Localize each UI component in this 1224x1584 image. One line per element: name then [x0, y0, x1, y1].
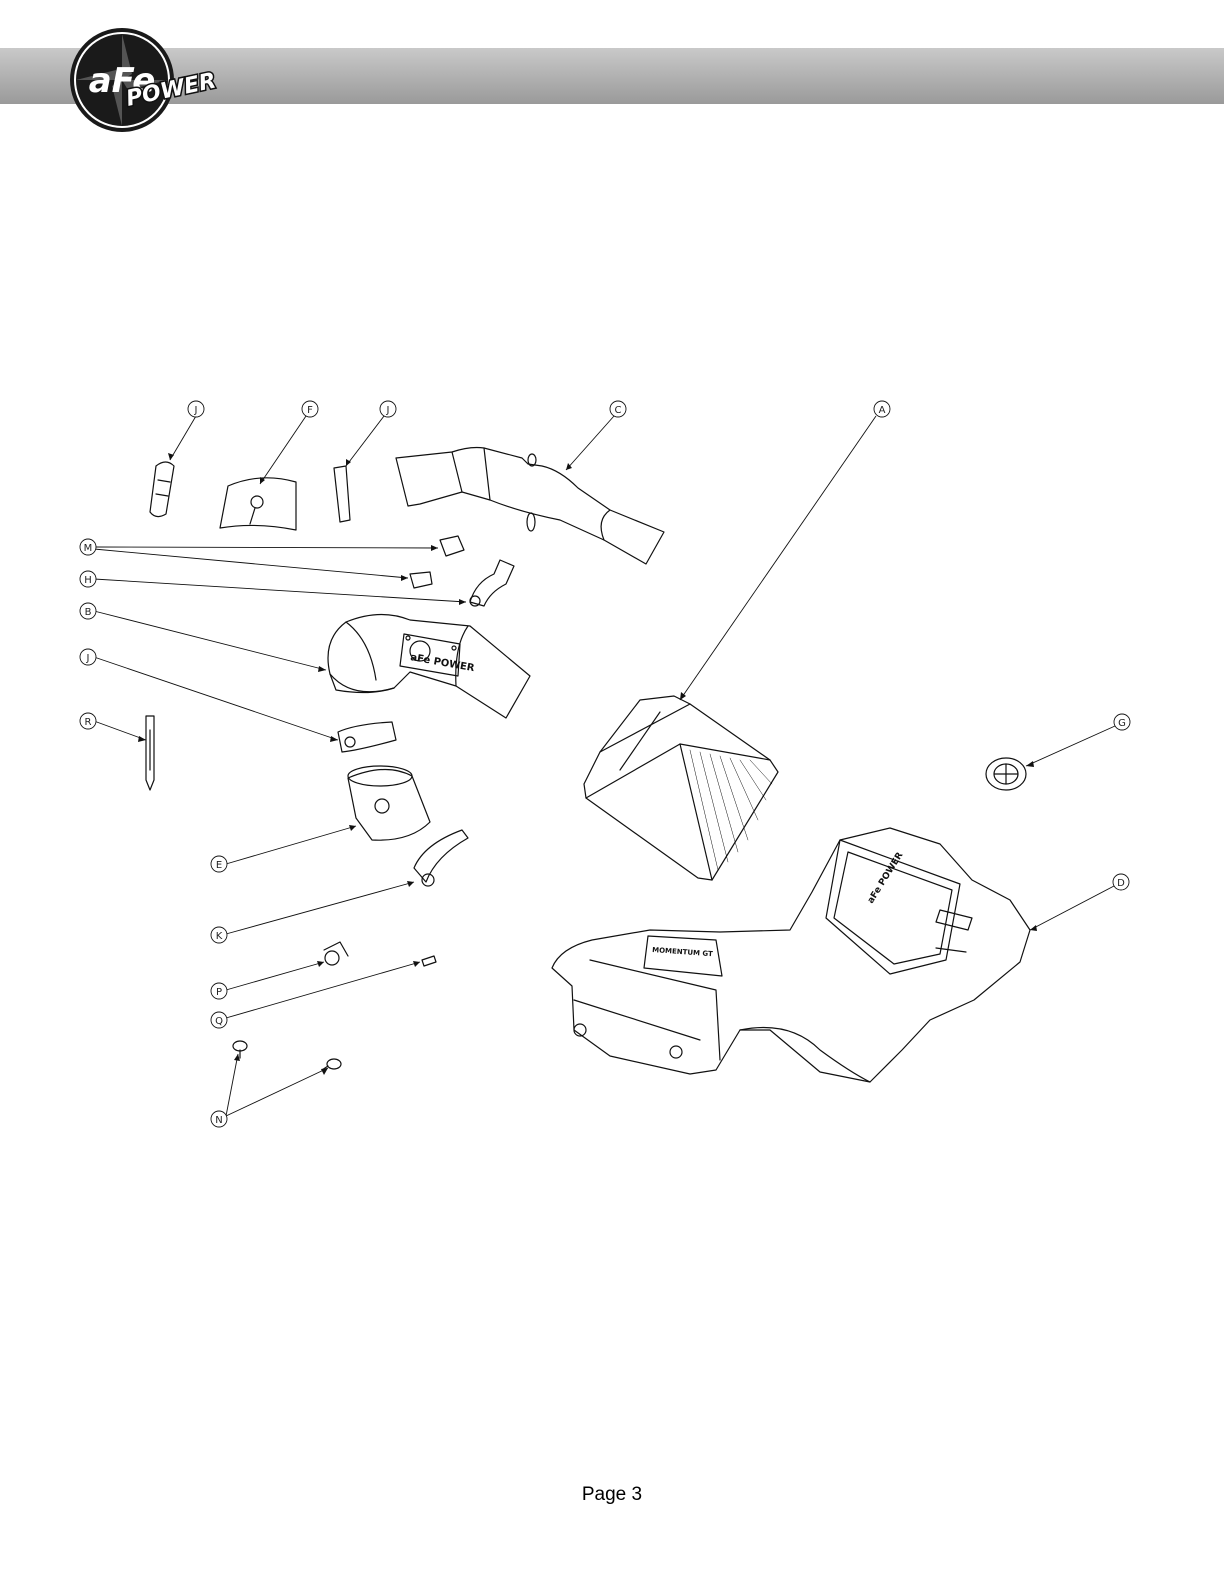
svg-text:J: J: [86, 653, 90, 664]
airbox-logo-label: aFe POWER: [866, 851, 905, 906]
callout-f: [301, 400, 319, 418]
callout-g: [1113, 713, 1131, 731]
callout-r: [79, 712, 97, 730]
callout-d: [1112, 873, 1130, 891]
tube-logo-label: aFe POWER: [409, 652, 475, 674]
part-m-h-fittings: [409, 535, 515, 607]
part-d-airbox: [551, 827, 1031, 1083]
svg-text:J: J: [194, 405, 198, 416]
svg-text:D: D: [1117, 878, 1125, 889]
part-a-air-filter: [583, 695, 779, 881]
svg-text:J: J: [386, 405, 390, 416]
svg-text:G: G: [1118, 718, 1126, 729]
callout-e: [210, 855, 228, 873]
header-bar: [0, 48, 1224, 104]
part-c-intake-tube: [395, 446, 665, 565]
part-r-tie: [145, 715, 155, 791]
svg-text:F: F: [307, 405, 313, 416]
part-e-elbow: [347, 765, 431, 841]
svg-text:P: P: [216, 987, 222, 998]
svg-text:H: H: [84, 575, 92, 586]
part-k-clamp: [413, 829, 469, 887]
afe-power-logo: aFe POWER: [70, 28, 220, 132]
svg-text:B: B: [85, 607, 92, 618]
part-p-q-n-hardware: [232, 941, 437, 1071]
callout-j-top-left: [187, 400, 205, 418]
callout-c: [609, 400, 627, 418]
callout-h: [79, 570, 97, 588]
part-f-coupler: [219, 477, 297, 531]
callout-j-top-right: [379, 400, 397, 418]
callout-n: [210, 1110, 228, 1128]
part-b-intake-tube: [327, 613, 531, 719]
part-j-clamps: [149, 461, 397, 753]
part-g-cap: [985, 757, 1027, 791]
callout-a: [873, 400, 891, 418]
callout-p: [210, 982, 228, 1000]
callout-j-left: [79, 648, 97, 666]
svg-text:M: M: [84, 543, 93, 554]
callout-m: [79, 538, 97, 556]
page-number: Page 3: [581, 1484, 643, 1505]
svg-text:N: N: [215, 1115, 222, 1126]
svg-text:Q: Q: [215, 1016, 223, 1027]
callout-k: [210, 926, 228, 944]
svg-text:C: C: [615, 405, 622, 416]
callout-b: [79, 602, 97, 620]
airbox-badge-label: MOMENTUM GT: [652, 946, 713, 958]
callout-q: [210, 1011, 228, 1029]
svg-text:E: E: [216, 860, 222, 871]
svg-text:A: A: [879, 405, 886, 416]
logo-text-top: aFe: [89, 61, 156, 101]
svg-text:R: R: [85, 717, 92, 728]
svg-text:K: K: [216, 931, 223, 942]
